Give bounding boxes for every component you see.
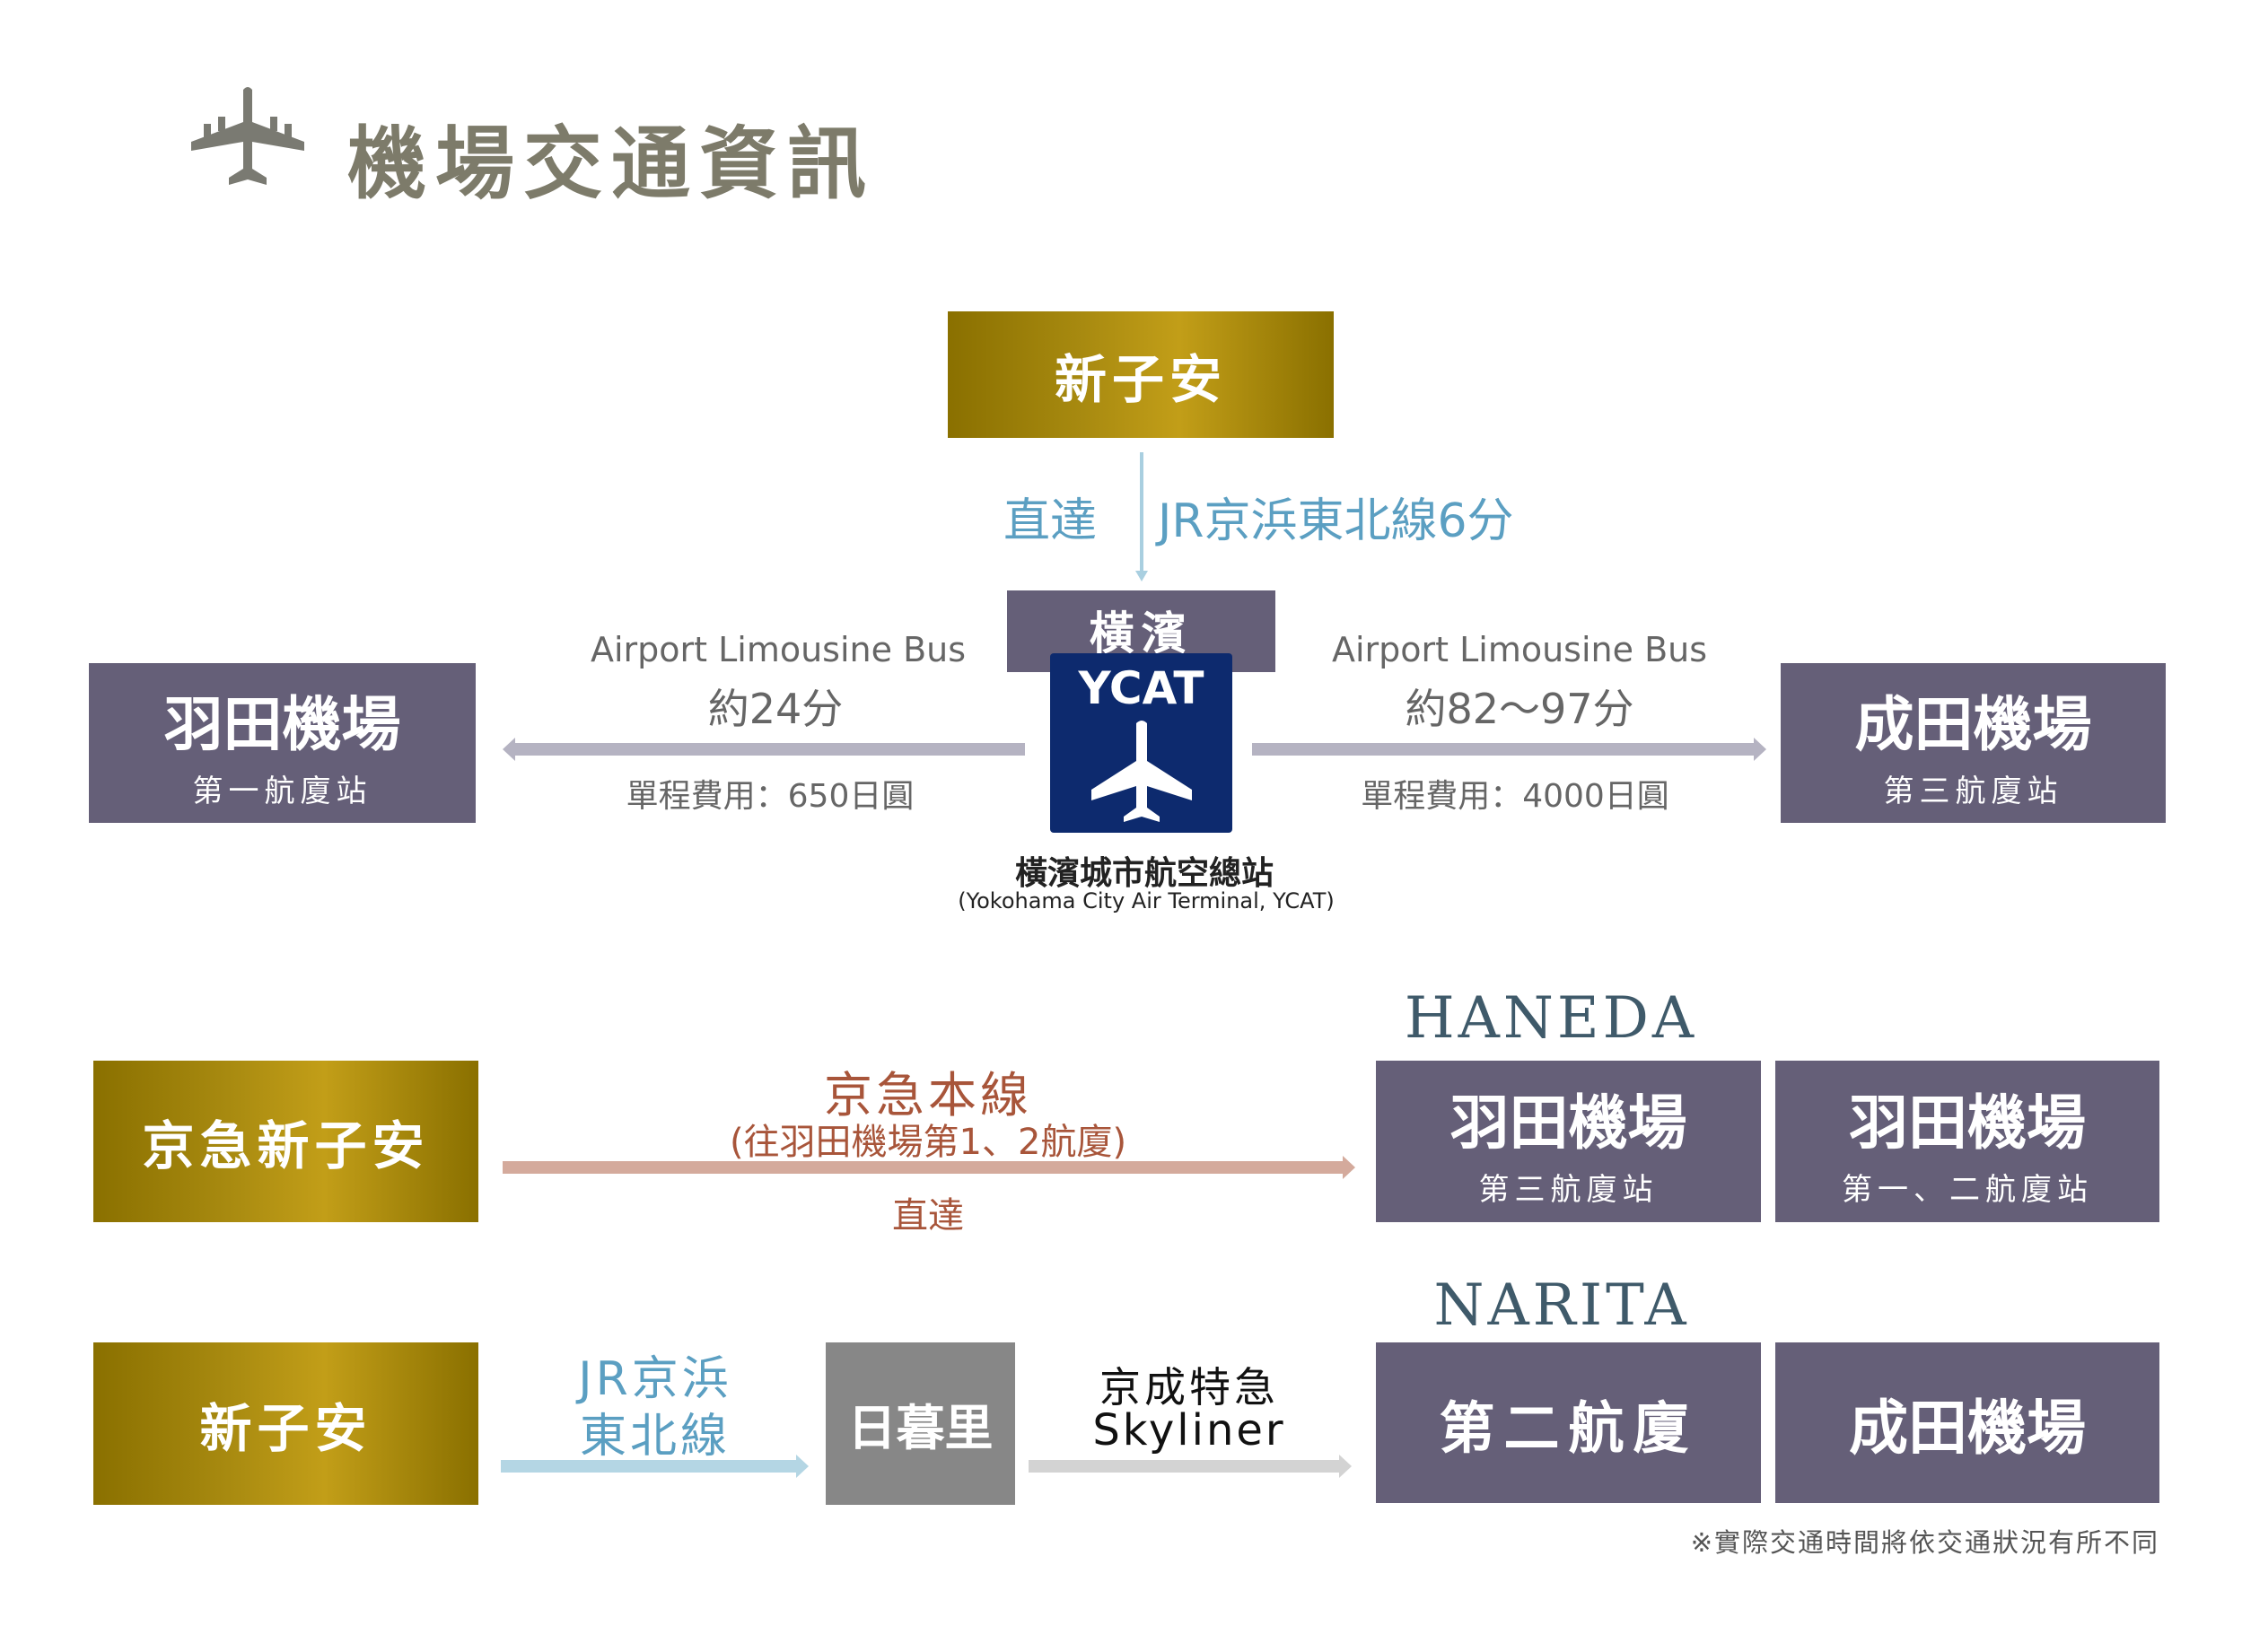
arrow-skyliner [1029, 1455, 1352, 1478]
ycat-logo: YCAT [1050, 653, 1232, 833]
page-title: 機場交通資訊 [347, 118, 876, 210]
haneda-heading: HANEDA [1404, 985, 1698, 1052]
jr-line-label-a: JR京浜 [578, 1352, 732, 1406]
ycat-name: 橫濱城市航空總站 [1014, 855, 1274, 892]
airplane-icon [191, 87, 304, 185]
jr-line-label-b: 東北線 [579, 1410, 731, 1464]
airplane-icon [1090, 721, 1192, 822]
arrow-jr [501, 1455, 809, 1478]
haneda-t12-box: 羽田機場 第一、二航廈站 [1775, 1061, 2159, 1222]
narita-t2-box: 第二航廈 [1376, 1342, 1761, 1503]
skyliner-label-b: Skyliner [1092, 1405, 1286, 1455]
direct-label: 直達 [1003, 494, 1098, 548]
keikyu-shin-koyasu-box: 京急新子安 [93, 1061, 478, 1222]
haneda-t1-box: 羽田機場 第一航廈站 [89, 663, 476, 823]
skyliner-label-a: 京成特急 [1099, 1363, 1279, 1412]
fare-left: 單程費用：650日圓 [626, 778, 915, 815]
narita-airport-box: 成田機場 [1775, 1342, 2159, 1503]
arrow-keikyu [503, 1156, 1355, 1179]
bus-time-left: 約24分 [707, 685, 844, 733]
bus-time-right: 約82〜97分 [1405, 685, 1634, 733]
nippori-box: 日暮里 [826, 1342, 1015, 1505]
airport-label: 羽田機場 [163, 689, 401, 759]
yokohama-label: 橫濱 [1089, 607, 1194, 660]
arrow-down-icon [1135, 571, 1148, 581]
station-shin-koyasu-top: 新子安 [948, 311, 1334, 438]
ycat-name-en: (Yokohama City Air Terminal, YCAT) [958, 888, 1335, 913]
station-label: 第一航廈站 [192, 773, 372, 809]
arrow-right-narita [1252, 738, 1766, 761]
station-label: 新子安 [199, 1397, 372, 1459]
fare-right: 單程費用：4000日圓 [1361, 778, 1669, 815]
airport-label: 成田機場 [1849, 1393, 2086, 1463]
keikyu-direct-label: 直達 [892, 1195, 964, 1237]
bus-label-right: Airport Limousine Bus [1331, 630, 1708, 669]
airport-label: 羽田機場 [1449, 1088, 1687, 1158]
ycat-logo-text: YCAT [1078, 662, 1204, 714]
station-label: 第三航廈站 [1478, 1171, 1659, 1208]
terminal-label: 第二航廈 [1439, 1394, 1698, 1461]
haneda-t3-box: 羽田機場 第三航廈站 [1376, 1061, 1761, 1222]
station-label: 第一、二航廈站 [1842, 1171, 2093, 1208]
station-label: 新子安 [1054, 348, 1227, 410]
narita-heading: NARITA [1433, 1272, 1690, 1339]
shin-koyasu-box: 新子安 [93, 1342, 478, 1505]
keikyu-line-label: 京急本線 [824, 1067, 1032, 1123]
bus-label-left: Airport Limousine Bus [590, 630, 967, 669]
footnote: ※實際交通時間將依交通狀況有所不同 [1690, 1527, 2159, 1558]
narita-t3-box: 成田機場 第三航廈站 [1781, 663, 2166, 823]
airport-label: 成田機場 [1854, 689, 2092, 759]
arrow-left-haneda [503, 738, 1025, 761]
jr-line-label: JR京浜東北線6分 [1158, 494, 1514, 548]
jr-connector-line [1140, 452, 1143, 578]
station-label: 日暮里 [847, 1400, 994, 1456]
station-label: 第三航廈站 [1883, 773, 2063, 809]
station-label: 京急新子安 [142, 1115, 430, 1176]
keikyu-line-note: (往羽田機場第1、2航廈) [729, 1122, 1127, 1163]
airport-label: 羽田機場 [1849, 1088, 2086, 1158]
